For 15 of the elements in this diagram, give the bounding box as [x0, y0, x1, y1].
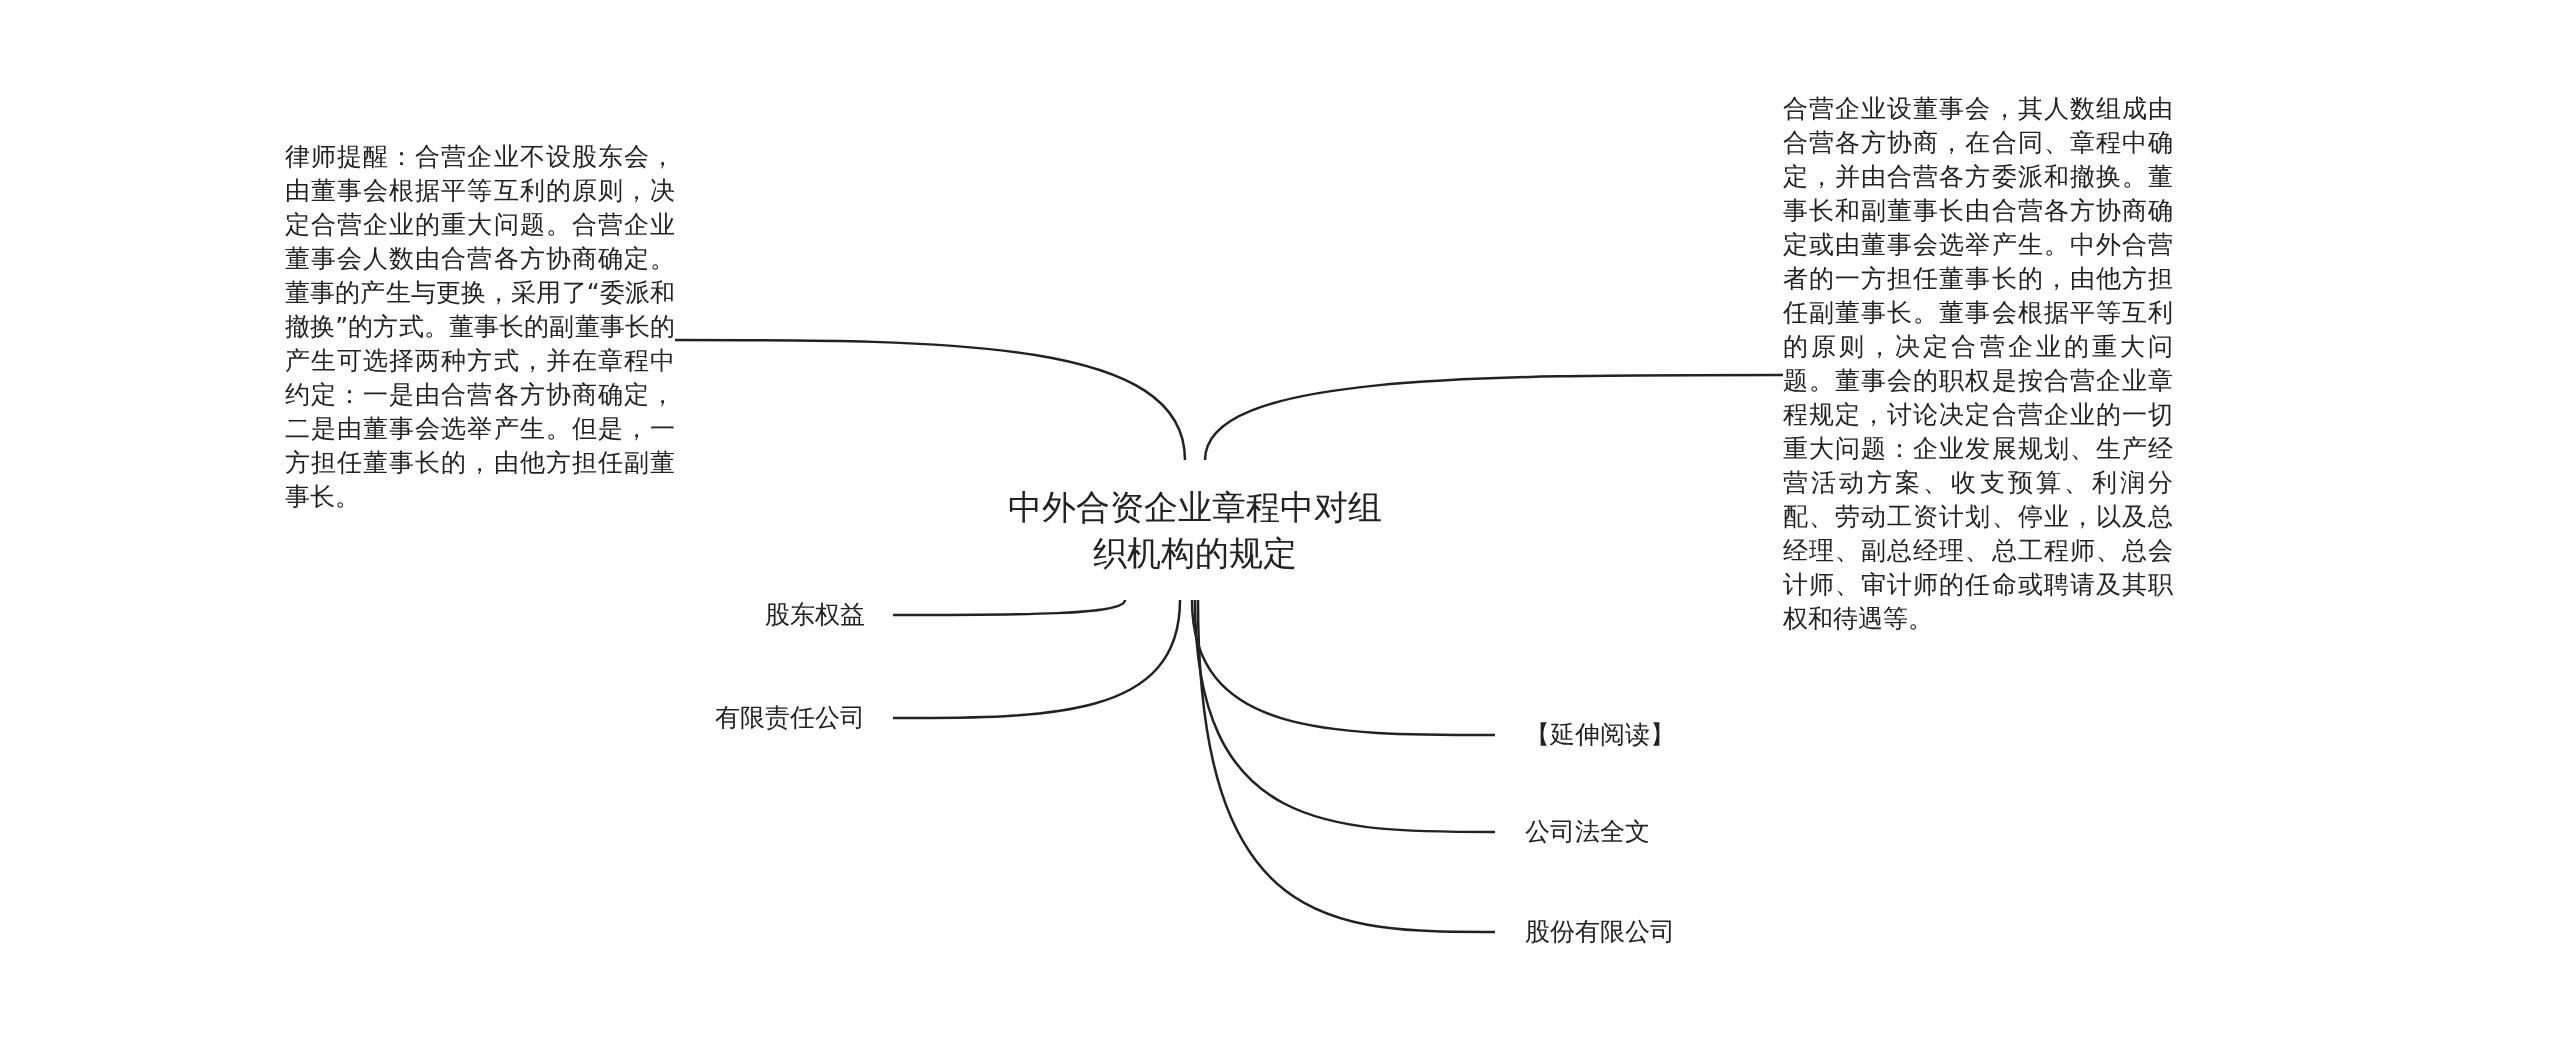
branch-line	[1196, 599, 1495, 934]
branch-line	[1203, 373, 1783, 461]
note-text: 合营企业设董事会，其人数组成由合营各方协商，在合同、章程中确定，并由合营各方委派和撤换。董事长和副董事长由合营各方协商确定或由董事会选举产生。中外合营者的一方担任董事长的，由他方担任副董事长。董事会根据平等互利的原则，决定合营企业的重大问题。董事会的职权是按合营企业章程规定，讨论决定合营企业的一切重大问题：企业发展规划、生产经营活动方案、收支预算、利润分配、劳动工资计划、停业，以及总经理、副总经理、总工程师、总会计师、审计师的任命或聘请及其职权和待遇等。	[1783, 93, 2173, 635]
note-text: 律师提醒：合营企业不设股东会，由董事会根据平等互利的原则，决定合营企业的重大问题。合营企业董事会人数由合营各方协商确定。董事的产生与更换，采用了“委派和撤换”的方式。董事长的副董事长的产生可选择两种方式，并在章程中约定：一是由合营各方协商确定，二是由董事会选举产生。但是，一方担任董事长的，由他方担任副董事长。	[285, 141, 675, 513]
branch-line	[893, 599, 1127, 617]
topic-label: 股东权益	[765, 599, 865, 631]
branch-line	[1193, 599, 1495, 834]
branch-line	[893, 599, 1182, 720]
topic-label: 有限责任公司	[715, 702, 865, 734]
topic-label: 公司法全文	[1525, 816, 1650, 848]
topic-label: 股份有限公司	[1525, 916, 1675, 948]
central-topic: 中外合资企业章程中对组织机构的规定	[1007, 486, 1383, 575]
branch-line	[675, 338, 1187, 461]
topic-label: 【延伸阅读】	[1525, 719, 1675, 751]
branch-line	[1190, 599, 1495, 737]
